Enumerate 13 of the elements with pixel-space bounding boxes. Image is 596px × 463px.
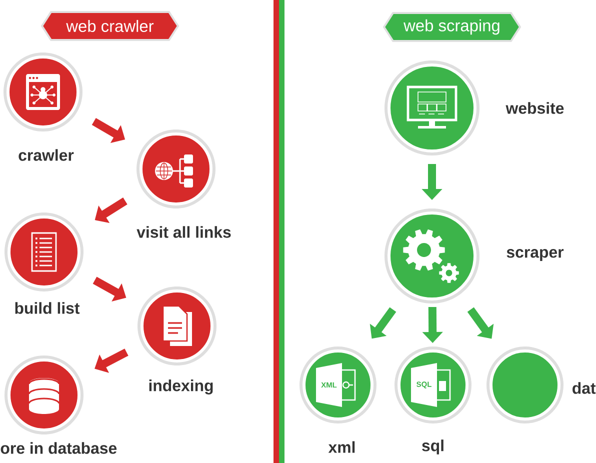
step-label: website xyxy=(506,102,564,114)
step-label: crawler xyxy=(18,149,74,161)
step-label: visit all links xyxy=(136,226,231,238)
title-banner: web crawler xyxy=(41,11,179,41)
step-circle xyxy=(486,346,564,424)
step-label: ore in database xyxy=(0,442,117,454)
step-label: xml xyxy=(328,441,355,453)
step-label: indexing xyxy=(149,380,213,394)
step-label: build list xyxy=(15,302,80,314)
step-label: scraper xyxy=(506,249,564,261)
step-label: sql xyxy=(422,440,444,454)
arrow xyxy=(94,348,128,373)
title-banner: web scraping xyxy=(383,12,521,42)
